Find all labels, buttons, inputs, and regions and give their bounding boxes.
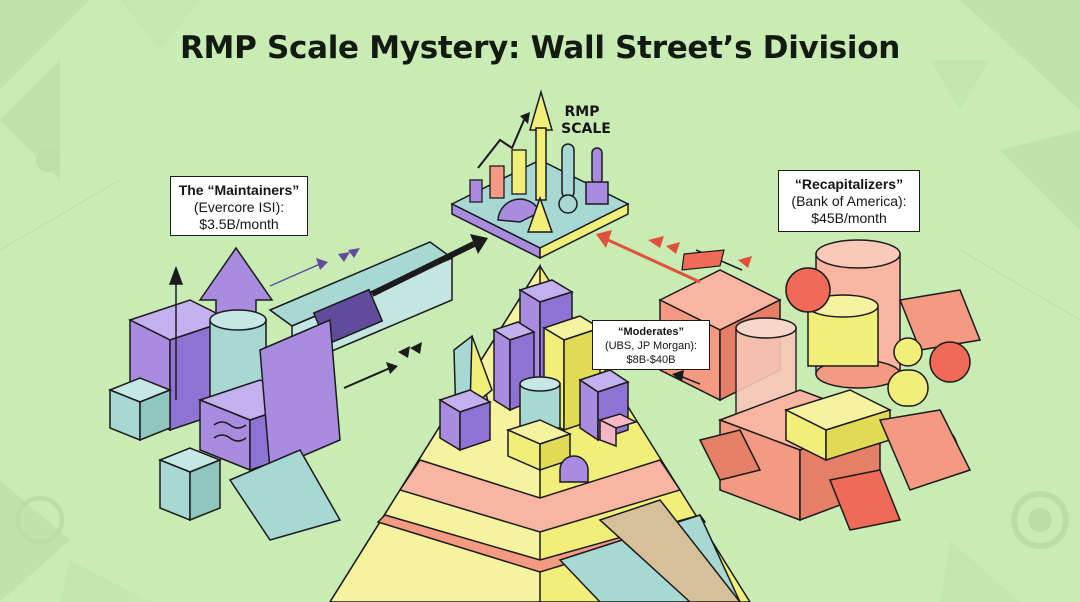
growth-arrow-icon (477, 89, 553, 201)
maintainers-institution: (Evercore ISI): (193, 199, 285, 215)
recapitalizers-label: “Recapitalizers” (Bank of America): $45B… (778, 170, 920, 232)
maintainers-label: The “Maintainers” (Evercore ISI): $3.5B/… (170, 176, 308, 236)
moderates-name: “Moderates” (617, 326, 685, 338)
maintainers-cluster (107, 241, 454, 541)
maintainers-arrows (269, 234, 488, 389)
recapitalizers-cluster (658, 239, 982, 531)
recapitalizers-arrows (596, 230, 752, 385)
moderates-estimate: $8B-$40B (626, 354, 676, 366)
recapitalizers-name: “Recapitalizers” (794, 176, 904, 192)
moderates-institution: (UBS, JP Morgan): (604, 340, 698, 352)
maintainers-name: The “Maintainers” (178, 182, 300, 198)
maintainers-estimate: $3.5B/month (199, 216, 279, 232)
moderates-label: “Moderates” (UBS, JP Morgan): $8B-$40B (592, 320, 710, 370)
page-title: RMP Scale Mystery: Wall Street’s Divisio… (179, 30, 901, 66)
rmp-label-line2: SCALE (561, 121, 611, 137)
recapitalizers-institution: (Bank of America): (791, 193, 907, 209)
bar-chart-icon (469, 149, 527, 203)
gauge-icon (497, 195, 554, 233)
rmp-label-line1: RMP (565, 104, 600, 120)
moderates-pyramid (329, 263, 751, 602)
recapitalizers-estimate: $45B/month (811, 210, 887, 226)
thermometer-icon (558, 143, 609, 214)
